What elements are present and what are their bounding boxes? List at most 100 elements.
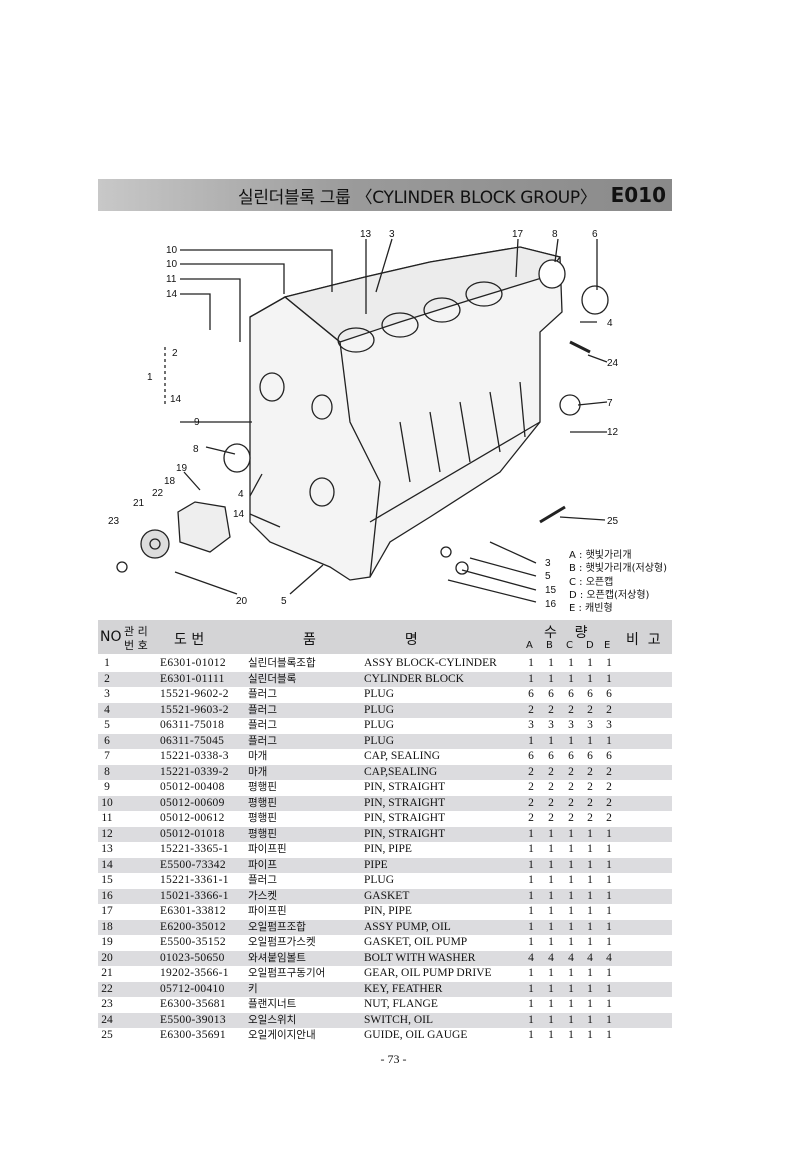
row-qty: 1 (606, 905, 612, 917)
row-no: 7 (104, 750, 110, 762)
row-english-name: PIN, STRAIGHT (364, 812, 446, 824)
row-qty: 1 (587, 657, 593, 669)
header-mgmt-top: 관 리 (124, 625, 148, 638)
row-qty: 1 (606, 967, 612, 979)
row-qty: 2 (528, 796, 534, 809)
row-qty: 2 (548, 765, 554, 778)
row-qty: 2 (606, 765, 612, 778)
legend-item: B : 햇빛가리개(저상형) (569, 563, 667, 575)
row-qty: 1 (568, 657, 574, 669)
row-korean-name: 평행핀 (248, 812, 277, 824)
row-qty: 4 (587, 951, 593, 964)
header-qty: 수 량 (544, 625, 588, 641)
row-no: 12 (101, 827, 113, 840)
callout: 13 (360, 229, 372, 240)
row-no: 5 (104, 719, 110, 731)
parts-table-header: NO 관 리 번 호 도 번 품 명 수 량 A B C D E 비 고 (98, 620, 672, 654)
callout: 3 (545, 558, 551, 569)
row-qty: 2 (587, 796, 593, 809)
row-no: 18 (101, 920, 113, 933)
callout: 8 (552, 229, 558, 240)
row-part-number: 05012-00408 (160, 781, 225, 793)
row-qty: 1 (568, 998, 574, 1010)
row-english-name: PIN, STRAIGHT (364, 827, 446, 840)
callout: 6 (592, 229, 598, 240)
row-korean-name: 평행핀 (248, 827, 277, 840)
legend-item: E : 캐빈형 (569, 603, 613, 615)
row-qty: 1 (606, 874, 612, 886)
row-qty: 1 (528, 657, 534, 669)
row-part-number: 15521-9602-2 (160, 688, 229, 700)
row-part-number: 15221-3365-1 (160, 843, 229, 855)
row-no: 10 (101, 796, 113, 809)
callout: 10 (166, 245, 178, 256)
row-korean-name: 플러그 (248, 688, 277, 700)
row-english-name: PLUG (364, 688, 395, 700)
row-english-name: BOLT WITH WASHER (364, 951, 476, 964)
row-qty: 3 (548, 719, 554, 731)
callout: 19 (176, 463, 188, 474)
row-qty: 2 (528, 703, 534, 716)
row-part-number: E5500-73342 (160, 858, 226, 871)
callout: 14 (233, 509, 245, 520)
row-qty: 1 (587, 827, 593, 840)
model-legend: A : 햇빛가리개 B : 햇빛가리개(저상형) C : 오픈캡 D : 오픈캡… (569, 549, 667, 615)
callout: 9 (194, 417, 200, 428)
row-qty: 6 (606, 688, 612, 700)
row-no: 22 (101, 982, 113, 995)
row-qty: 4 (548, 951, 554, 964)
row-qty: 2 (528, 765, 534, 778)
row-no: 15 (101, 874, 113, 886)
row-part-number: E6301-01111 (160, 672, 225, 685)
row-english-name: SWITCH, OIL (364, 1013, 433, 1026)
row-qty: 6 (548, 688, 554, 700)
row-english-name: GASKET (364, 889, 410, 902)
row-part-number: 15221-0339-2 (160, 765, 229, 778)
row-qty: 1 (587, 734, 593, 747)
row-qty: 1 (548, 889, 554, 902)
row-english-name: GUIDE, OIL GAUGE (364, 1029, 468, 1041)
callout: 8 (193, 444, 199, 455)
row-korean-name: 키 (248, 982, 258, 995)
callout: 3 (389, 229, 395, 240)
row-qty: 2 (568, 781, 574, 793)
row-qty: 1 (568, 982, 574, 995)
row-qty: 1 (528, 998, 534, 1010)
row-qty: 2 (548, 781, 554, 793)
row-qty: 1 (548, 827, 554, 840)
row-qty: 1 (587, 967, 593, 979)
header-name: 품 명 (303, 632, 418, 648)
row-english-name: PIN, PIPE (364, 905, 412, 917)
row-qty: 2 (568, 812, 574, 824)
row-no: 3 (104, 688, 110, 700)
section-title: 실린더블록 그룹 〈CYLINDER BLOCK GROUP〉 (237, 187, 597, 208)
row-qty: 6 (587, 688, 593, 700)
legend-item: D : 오픈캡(저상형) (569, 589, 650, 601)
page-number: - 73 - (380, 1052, 407, 1066)
row-english-name: CAP,SEALING (364, 765, 438, 778)
row-english-name: ASSY PUMP, OIL (364, 920, 451, 933)
row-part-number: E6200-35012 (160, 920, 226, 933)
row-qty: 1 (606, 998, 612, 1010)
row-qty: 3 (528, 719, 534, 731)
row-part-number: 05012-00609 (160, 796, 225, 809)
row-no: 21 (101, 967, 113, 979)
row-korean-name: 평행핀 (248, 796, 277, 809)
row-qty: 2 (587, 781, 593, 793)
row-qty: 1 (568, 734, 574, 747)
row-korean-name: 오일펌프조합 (248, 920, 306, 933)
row-qty: 1 (548, 936, 554, 948)
row-qty: 1 (606, 734, 612, 747)
row-qty: 1 (587, 858, 593, 871)
row-english-name: PLUG (364, 719, 395, 731)
row-qty: 1 (568, 936, 574, 948)
callout: 14 (166, 289, 178, 300)
header-remarks: 비 고 (626, 632, 661, 648)
row-korean-name: 플랜지너트 (248, 998, 297, 1010)
row-qty: 6 (528, 688, 534, 700)
